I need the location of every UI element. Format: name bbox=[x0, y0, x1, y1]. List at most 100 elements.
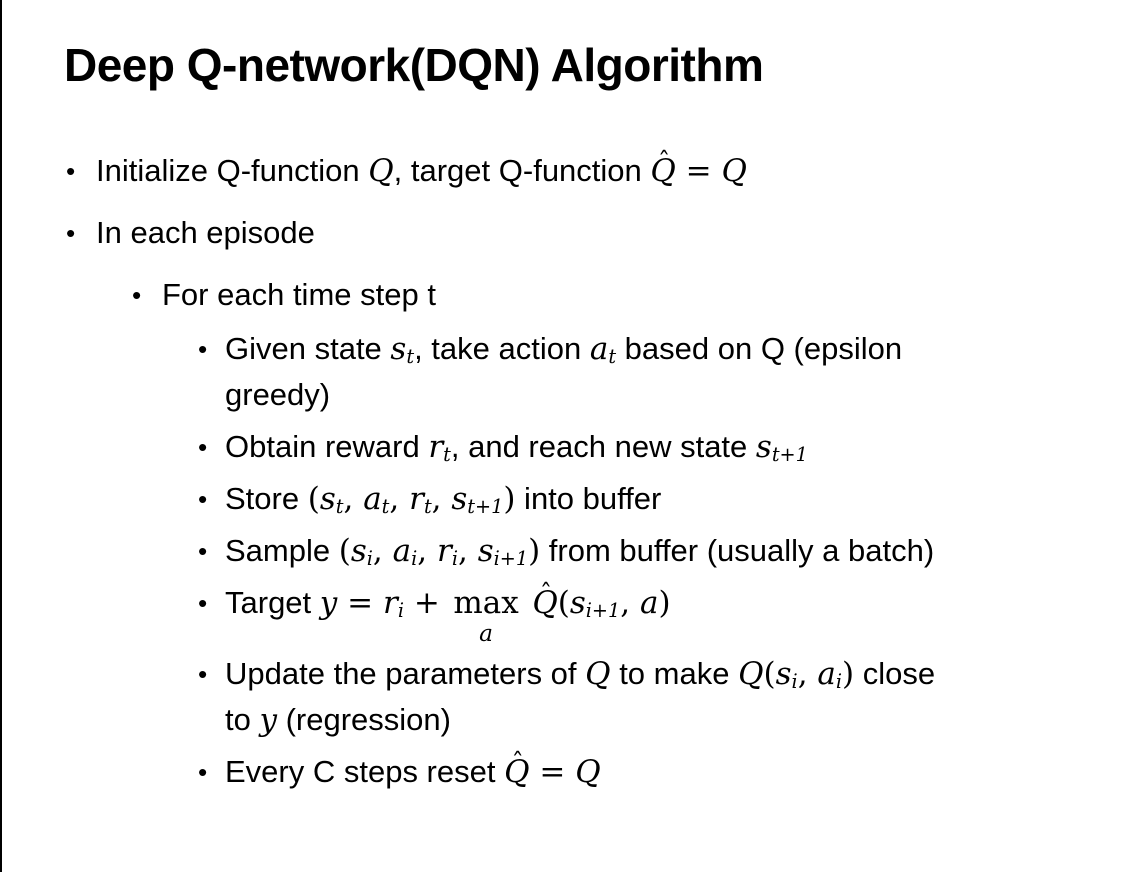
bullet-text: Store (st, at, rt, st+1) into buffer bbox=[225, 476, 1102, 522]
subscript: i bbox=[791, 670, 798, 694]
text-run: from buffer (usually a batch) bbox=[540, 533, 935, 568]
subscript: t bbox=[406, 345, 415, 369]
bullet-marker-icon: • bbox=[198, 484, 208, 514]
math-symbol: + bbox=[403, 585, 450, 621]
math-symbol: , bbox=[431, 481, 452, 517]
subscript: t bbox=[443, 443, 451, 467]
variable: a bbox=[363, 481, 382, 517]
variable: r bbox=[437, 533, 452, 569]
text-run: based on Q (epsilon bbox=[616, 331, 903, 366]
variable: s bbox=[350, 533, 367, 569]
text-run: into buffer bbox=[515, 481, 662, 516]
math-symbol: ( bbox=[307, 481, 320, 517]
math-symbol: , bbox=[372, 533, 393, 569]
subscript: t bbox=[423, 495, 432, 519]
bullet-item-level-3: •Sample (si, ai, ri, si+1) from buffer (… bbox=[198, 528, 1102, 574]
subscript: t+1 bbox=[467, 495, 504, 519]
variable: a bbox=[392, 533, 412, 569]
variable: s bbox=[451, 481, 468, 517]
text-run: , and reach new state bbox=[450, 429, 756, 464]
variable: a bbox=[639, 585, 659, 621]
bullet-marker-icon: • bbox=[132, 280, 142, 310]
variable: Q bbox=[368, 153, 394, 189]
bullet-text: For each time step t bbox=[162, 272, 1102, 318]
math-symbol: , bbox=[343, 481, 364, 517]
variable: Q bbox=[504, 754, 530, 791]
text-run: In each episode bbox=[96, 215, 315, 250]
text-run: Sample bbox=[225, 533, 339, 568]
text-run: , take action bbox=[414, 331, 590, 366]
text-run: Store bbox=[225, 481, 308, 516]
text-run: Initialize Q-function bbox=[96, 153, 369, 188]
bullet-text: Initialize Q-function Q, target Q-functi… bbox=[96, 147, 1102, 194]
variable: Q bbox=[532, 585, 558, 621]
bullet-item-level-1: • In each episode bbox=[66, 210, 1102, 256]
subscript: i bbox=[397, 599, 404, 623]
bullet-marker-icon: • bbox=[66, 218, 76, 248]
slide-title: Deep Q-network(DQN) Algorithm bbox=[64, 39, 764, 91]
variable: s bbox=[755, 429, 772, 465]
subscript: i+1 bbox=[493, 547, 529, 571]
bullet-marker-icon: • bbox=[198, 536, 208, 566]
variable: a bbox=[817, 656, 836, 693]
variable: a bbox=[589, 331, 609, 367]
variable: y bbox=[319, 585, 338, 621]
bullet-marker-icon: • bbox=[198, 334, 208, 364]
math-symbol: , bbox=[620, 585, 640, 621]
text-run: Every C steps reset bbox=[225, 754, 505, 790]
text-run: Target bbox=[225, 585, 320, 620]
math-symbol: = bbox=[675, 153, 722, 189]
bullet-item-level-3: •Store (st, at, rt, st+1) into buffer bbox=[198, 476, 1102, 522]
variable: y bbox=[259, 702, 277, 739]
math-symbol bbox=[522, 585, 532, 621]
math-symbol: , bbox=[797, 656, 818, 693]
bullet-marker-icon: • bbox=[198, 659, 208, 690]
text-run: to make bbox=[610, 656, 739, 692]
hat-icon: ˆ bbox=[539, 578, 553, 608]
max-under-variable: a bbox=[479, 620, 493, 647]
hat-icon: ˆ bbox=[657, 146, 671, 176]
variable: Q bbox=[721, 153, 747, 189]
variable: s bbox=[775, 656, 792, 693]
bullet-item-level-3: •Given state st, take action at based on… bbox=[198, 326, 1102, 418]
bullet-marker-icon: • bbox=[198, 432, 208, 462]
variable: s bbox=[569, 585, 586, 621]
variable: r bbox=[382, 585, 398, 621]
math-symbol: ) bbox=[528, 533, 541, 569]
subscript: t bbox=[381, 495, 390, 519]
variable: r bbox=[428, 429, 444, 465]
subscript: i bbox=[451, 547, 458, 571]
subscript: i bbox=[835, 670, 843, 694]
text-run: Obtain reward bbox=[225, 429, 429, 464]
math-symbol: ( bbox=[763, 656, 776, 693]
text-run: to bbox=[225, 702, 260, 738]
max-label: max bbox=[453, 585, 519, 621]
bullet-marker-icon: • bbox=[198, 757, 208, 788]
bullet-text: In each episode bbox=[96, 210, 1102, 256]
subscript: i bbox=[411, 547, 418, 571]
variable: Q bbox=[738, 656, 764, 693]
math-symbol: = bbox=[337, 585, 383, 621]
text-run: close bbox=[854, 656, 936, 692]
variable: Q bbox=[585, 656, 611, 693]
bullet-text: Update the parameters of Q to make Q(si,… bbox=[225, 651, 1102, 743]
text-run: For each time step t bbox=[162, 277, 436, 312]
math-symbol: , bbox=[389, 481, 410, 517]
variable: Q bbox=[575, 754, 601, 791]
variable: Q bbox=[650, 153, 676, 189]
bullet-text: Sample (si, ai, ri, si+1) from buffer (u… bbox=[225, 528, 1102, 574]
slide-body: • Initialize Q-function Q, target Q-funct… bbox=[66, 147, 1102, 801]
bullet-item-level-3: • Update the parameters of Q to make Q(si… bbox=[198, 651, 1102, 743]
bullet-item-level-3: • Obtain reward rt, and reach new state s… bbox=[198, 424, 1102, 470]
subscript: t+1 bbox=[771, 443, 808, 467]
hat-icon: ˆ bbox=[511, 747, 524, 777]
bullet-text: Given state st, take action at based on … bbox=[225, 326, 1102, 418]
math-symbol: , bbox=[457, 533, 478, 569]
text-run: Given state bbox=[225, 331, 391, 366]
